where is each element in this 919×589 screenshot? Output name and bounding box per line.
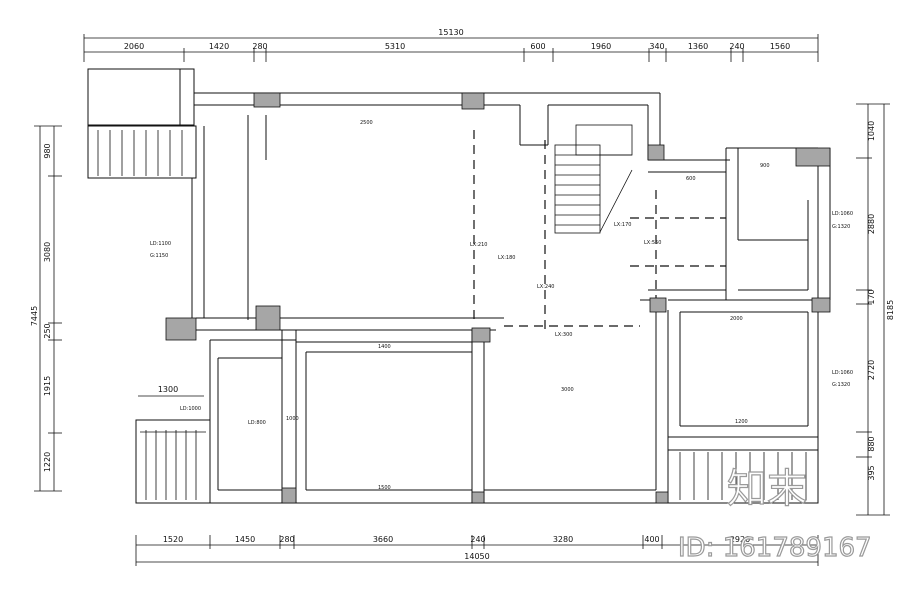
- annotation-1200: 1200: [735, 419, 748, 425]
- left-total-dimension: 7445: [30, 306, 39, 326]
- bottom-dimension-7: 400: [644, 535, 659, 544]
- right-total-dimension: 8185: [886, 300, 895, 320]
- column: [647, 144, 665, 161]
- annotation-ld-1060-a: LD:1060: [832, 211, 853, 217]
- annotation-1500: 1500: [378, 485, 391, 491]
- bottom-dimension-8: 2920: [730, 535, 750, 544]
- watermark-logo: 知末: [727, 466, 807, 512]
- left-dimension-4: 1915: [43, 376, 52, 396]
- columns: [165, 92, 831, 504]
- annotation-600: 600: [686, 176, 696, 182]
- right-dimension-3: 170: [867, 289, 876, 304]
- annotation-ld-800: LD:800: [248, 420, 266, 426]
- stairs-center: [554, 124, 633, 234]
- annotation-lx-170: LX:170: [614, 222, 631, 228]
- annotation-lx-300: LX:300: [555, 332, 572, 338]
- top-dimension-10: 1560: [770, 42, 790, 51]
- bottom-dimension-3: 280: [279, 535, 294, 544]
- bottom-dimension-chain: [135, 535, 819, 566]
- annotation-g-1150: G:1150: [150, 253, 168, 259]
- column: [471, 327, 491, 343]
- annotation-g-1320-b: G:1320: [832, 382, 850, 388]
- left-dimension-5: 1220: [43, 452, 52, 472]
- top-dimension-5: 600: [530, 42, 545, 51]
- right-dimension-5: 880: [867, 436, 876, 451]
- dashed-beams: [473, 130, 726, 330]
- column: [165, 317, 197, 341]
- left-dimension-chain: [34, 125, 62, 492]
- annotation-ld-1100: LD:1100: [150, 241, 171, 247]
- inner-dimension-1300: 1300: [158, 385, 178, 394]
- bottom-dimension-4: 3660: [373, 535, 393, 544]
- annotation-1400: 1400: [378, 344, 391, 350]
- top-dimension-2: 1420: [209, 42, 229, 51]
- column: [795, 147, 831, 167]
- top-dimension-9: 240: [729, 42, 744, 51]
- left-dimension-1: 980: [43, 143, 52, 158]
- left-dimension-2: 3080: [43, 242, 52, 262]
- right-dimension-6: 395: [867, 465, 876, 480]
- top-dimension-8: 1360: [688, 42, 708, 51]
- column: [649, 297, 667, 313]
- annotation-lx-240: LX:240: [537, 284, 554, 290]
- right-dimension-chain: [856, 103, 890, 516]
- annotation-2000: 2000: [730, 316, 743, 322]
- right-dimension-2: 2880: [867, 214, 876, 234]
- top-dimension-3: 280: [252, 42, 267, 51]
- column: [255, 305, 281, 331]
- top-dimension-4: 5310: [385, 42, 405, 51]
- annotation-lx-550: LX:550: [644, 240, 661, 246]
- annotation-900: 900: [760, 163, 770, 169]
- annotation-room-3000: 3000: [561, 387, 574, 393]
- stairs-left: [97, 130, 183, 176]
- top-dimension-7: 340: [649, 42, 664, 51]
- column: [253, 92, 281, 108]
- top-dimension-6: 1960: [591, 42, 611, 51]
- annotation-lx-210: LX:210: [470, 242, 487, 248]
- column: [471, 491, 485, 504]
- annotation-lx-180: LX:180: [498, 255, 515, 261]
- top-total-dimension: 15130: [438, 28, 463, 37]
- annotation-g-1320-a: G:1320: [832, 224, 850, 230]
- column: [461, 92, 485, 110]
- right-dimension-4: 2720: [867, 360, 876, 380]
- bottom-dimension-1: 1520: [163, 535, 183, 544]
- bottom-total-dimension: 14050: [464, 552, 489, 561]
- top-dimension-chain: [83, 34, 819, 62]
- annotation-2500: 2500: [360, 120, 373, 126]
- walls: [87, 68, 831, 504]
- right-dimension-1: 1040: [867, 121, 876, 141]
- left-dimension-3: 250: [43, 323, 52, 338]
- stairs-lower-right: [679, 452, 807, 500]
- column: [281, 487, 297, 504]
- bottom-dimension-6: 3280: [553, 535, 573, 544]
- annotation-ld-1060-b: LD:1060: [832, 370, 853, 376]
- column: [655, 491, 669, 504]
- annotation-ld-1000: LD:1000: [180, 406, 201, 412]
- column: [811, 297, 831, 313]
- annotation-1000: 1000: [286, 416, 299, 422]
- watermark-id: ID: 161789167: [678, 533, 872, 563]
- bottom-dimension-2: 1450: [235, 535, 255, 544]
- bottom-dimension-5: 240: [470, 535, 485, 544]
- top-dimension-1: 2060: [124, 42, 144, 51]
- stairs-lower-left: [140, 430, 206, 500]
